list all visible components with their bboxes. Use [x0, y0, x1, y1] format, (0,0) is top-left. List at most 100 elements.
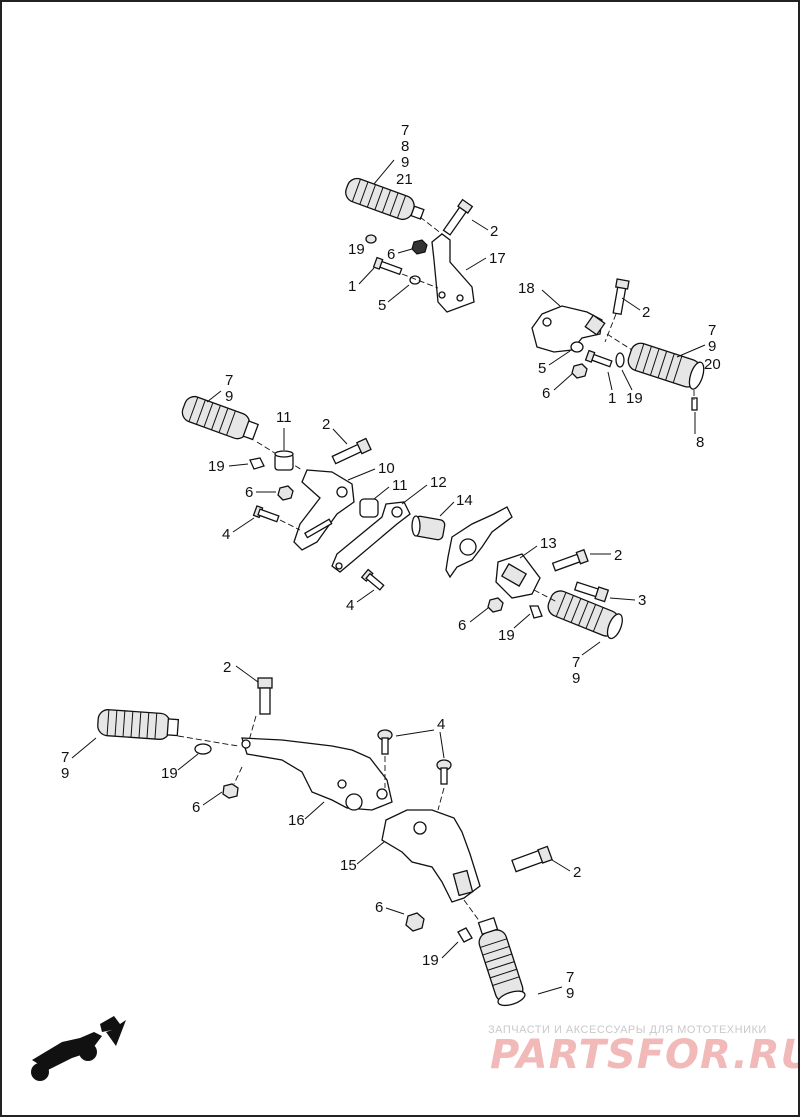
callout-13: 13 [540, 535, 557, 552]
nut [411, 239, 428, 255]
watermark-tagline: ЗАПЧАСТИ И АКСЕССУАРЫ ДЛЯ МОТОТЕХНИКИ [488, 1024, 767, 1036]
washer-19 [529, 605, 543, 619]
bolt [331, 437, 372, 465]
washer-19 [457, 927, 473, 943]
bushing-14 [411, 515, 446, 541]
footpeg-rubber [627, 342, 705, 390]
callout-16: 16 [288, 812, 305, 829]
shift-lever [445, 506, 513, 579]
screw [436, 759, 452, 785]
watermark-brand: PARTSFOR.RU [490, 1032, 800, 1078]
nut [405, 912, 425, 932]
callout-4: 4 [437, 716, 445, 733]
nut [277, 485, 294, 501]
callout-11: 11 [276, 409, 292, 426]
screw [360, 568, 385, 591]
callout-1: 1 [608, 390, 616, 407]
callout-6: 6 [387, 246, 395, 263]
callout-6: 6 [245, 484, 253, 501]
callout-7: 7 [401, 122, 409, 139]
callout-14: 14 [456, 492, 473, 509]
callout-19: 19 [208, 458, 225, 475]
washer-19 [615, 352, 625, 368]
arm-10 [293, 469, 355, 551]
callout-6: 6 [542, 385, 550, 402]
callout-9: 9 [566, 985, 574, 1002]
callout-2: 2 [642, 304, 650, 321]
callout-19: 19 [422, 952, 439, 969]
washer-19 [249, 457, 265, 470]
nut [571, 363, 588, 379]
bracket-16 [241, 737, 393, 811]
bolt [573, 581, 610, 603]
callout-5: 5 [538, 360, 546, 377]
footpeg-rubber [345, 177, 425, 221]
screw [584, 349, 613, 368]
callout-8: 8 [696, 434, 704, 451]
callout-7: 7 [566, 969, 574, 986]
callout-9: 9 [61, 765, 69, 782]
callout-6: 6 [192, 799, 200, 816]
callout-3: 3 [638, 592, 646, 609]
washer [365, 234, 377, 244]
callout-2: 2 [223, 659, 231, 676]
screw [252, 505, 280, 523]
spacer [359, 498, 379, 518]
bracket-18 [531, 305, 603, 353]
callout-1: 1 [348, 278, 356, 295]
callout-2: 2 [573, 864, 581, 881]
callout-5: 5 [378, 297, 386, 314]
bolt [257, 677, 273, 715]
top-left-footpeg-group: 7 8 9 21 2 19 6 17 1 5 [345, 122, 506, 314]
callout-6: 6 [458, 617, 466, 634]
top-right-footpeg-group: 18 2 7 9 20 5 6 1 19 8 [518, 278, 721, 451]
clevis-13 [495, 553, 541, 599]
nut [487, 597, 504, 613]
callout-9: 9 [225, 388, 233, 405]
callout-19: 19 [626, 390, 643, 407]
bolt [442, 198, 474, 236]
callout-7: 7 [572, 654, 580, 671]
callout-19: 19 [348, 241, 365, 258]
callout-11: 11 [392, 477, 408, 494]
callout-6: 6 [375, 899, 383, 916]
washer-19 [194, 743, 212, 755]
footpeg-rubber [547, 590, 623, 640]
footpeg-rubber [477, 917, 526, 1007]
link-12 [331, 501, 411, 573]
callout-20: 20 [704, 356, 721, 373]
pin [691, 397, 698, 411]
callout-8: 8 [401, 138, 409, 155]
callout-17: 17 [489, 250, 506, 267]
callout-7: 7 [708, 322, 716, 339]
middle-linkage-group: 7 9 11 2 10 11 12 19 6 14 4 13 2 3 4 6 1… [181, 372, 646, 687]
callout-7: 7 [225, 372, 233, 389]
callout-12: 12 [430, 474, 447, 491]
washer-5 [570, 341, 584, 353]
callout-10: 10 [378, 460, 395, 477]
bolt [612, 278, 630, 316]
spacer [274, 450, 294, 471]
callout-2: 2 [490, 223, 498, 240]
callout-2: 2 [614, 547, 622, 564]
callout-7: 7 [61, 749, 69, 766]
footpeg-rubber [181, 395, 259, 441]
callout-9: 9 [572, 670, 580, 687]
motorcycle-arrow-icon [31, 1016, 126, 1081]
bolt [551, 548, 589, 572]
callout-15: 15 [340, 857, 357, 874]
callout-4: 4 [346, 597, 354, 614]
callout-4: 4 [222, 526, 230, 543]
bolt [511, 845, 553, 873]
washer-5 [409, 275, 421, 285]
nut [222, 783, 239, 799]
callout-21: 21 [396, 171, 413, 188]
footpeg-rubber [97, 709, 180, 740]
callout-9: 9 [401, 154, 409, 171]
screw [377, 729, 393, 755]
callout-19: 19 [498, 627, 515, 644]
callout-18: 18 [518, 280, 535, 297]
callout-9: 9 [708, 338, 716, 355]
